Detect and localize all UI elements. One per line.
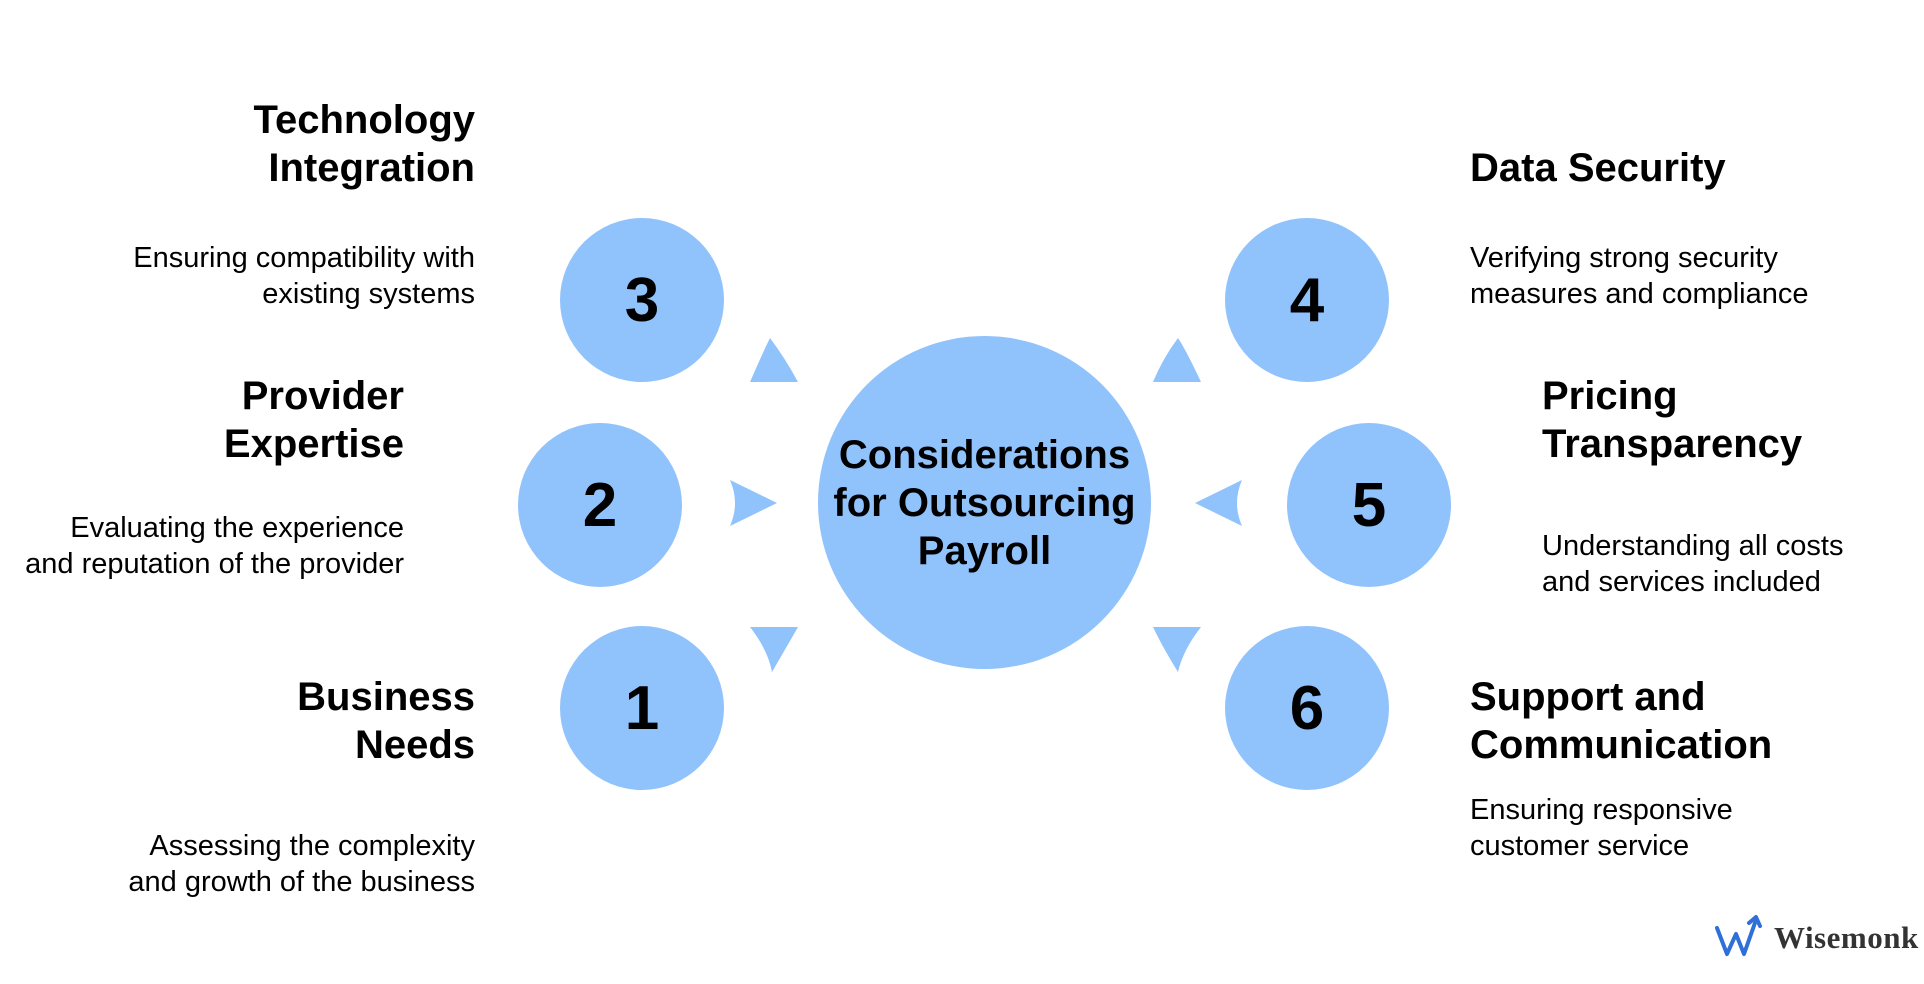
item-3-description: Ensuring compatibility with existing sys… — [133, 242, 475, 310]
arrow-to-item-5 — [1195, 480, 1242, 526]
node-6-number: 6 — [1289, 673, 1325, 743]
item-2-title: Provider Expertise — [223, 374, 404, 466]
node-1: 1 — [560, 626, 724, 790]
item-6-title: Support and Communication — [1470, 675, 1773, 767]
brand-logo: Wisemonk — [1714, 914, 1919, 962]
arrow-to-item-1 — [750, 627, 798, 672]
node-5-number: 5 — [1351, 470, 1387, 540]
node-4: 4 — [1225, 218, 1389, 382]
node-1-number: 1 — [624, 673, 660, 743]
node-3-number: 3 — [624, 265, 660, 335]
item-1-description: Assessing the complexity and growth of t… — [128, 830, 475, 898]
node-2: 2 — [518, 423, 682, 587]
arrow-to-item-2 — [730, 480, 777, 526]
item-6-description: Ensuring responsive customer service — [1470, 794, 1733, 862]
arrow-to-item-6 — [1153, 627, 1201, 672]
item-4-title: Data Security — [1470, 146, 1726, 190]
node-3: 3 — [560, 218, 724, 382]
item-3-title: Technology Integration — [253, 98, 475, 190]
item-5-title: Pricing Transparency — [1542, 374, 1803, 466]
arrow-to-item-3 — [750, 338, 798, 382]
wisemonk-logo-icon — [1715, 915, 1762, 956]
node-4-number: 4 — [1289, 265, 1325, 335]
item-2-description: Evaluating the experience and reputation… — [25, 512, 404, 580]
item-4-description: Verifying strong security measures and c… — [1470, 242, 1809, 310]
center-node: Considerations for Outsourcing Payroll — [818, 336, 1151, 669]
brand-name: Wisemonk — [1774, 920, 1919, 955]
node-2-number: 2 — [582, 470, 618, 540]
center-label: Considerations for Outsourcing Payroll — [833, 432, 1136, 573]
node-6: 6 — [1225, 626, 1389, 790]
item-1-title: Business Needs — [297, 675, 475, 767]
item-5-description: Understanding all costs and services inc… — [1542, 530, 1844, 598]
node-5: 5 — [1287, 423, 1451, 587]
arrow-to-item-4 — [1153, 338, 1201, 382]
